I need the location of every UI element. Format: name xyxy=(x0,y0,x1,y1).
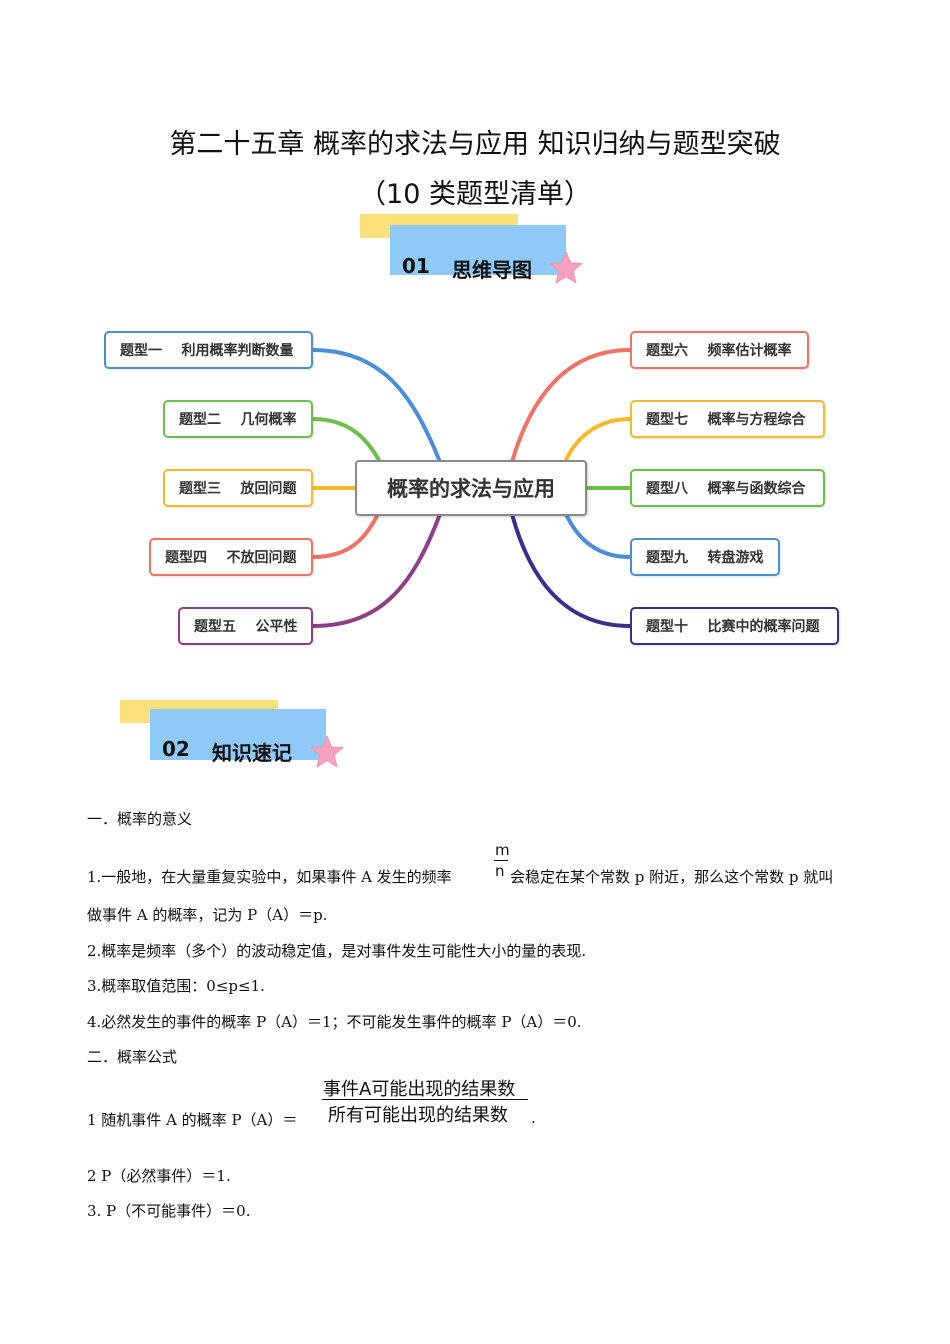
paragraph-1-part-b: 会稳定在某个常数 p 附近，那么这个常数 p 就叫 xyxy=(510,868,834,886)
mindmap-node-right-8: 题型八 概率与函数综合 xyxy=(630,469,825,507)
formula-2: 2 P（必然事件）＝1. xyxy=(87,1167,231,1185)
paragraph-3: 3.概率取值范围：0≤p≤1. xyxy=(87,977,265,995)
paragraph-4: 4.必然发生的事件的概率 P（A）＝1；不可能发生事件的概率 P（A）＝0. xyxy=(87,1013,582,1031)
mindmap-node-right-7: 题型七 概率与方程综合 xyxy=(630,400,825,438)
star-icon xyxy=(549,251,583,284)
section1-number: 01 xyxy=(402,254,430,278)
section2-banner-blue xyxy=(150,709,326,760)
paragraph-1-part-a: 1.一般地，在大量重复实验中，如果事件 A 发生的频率 xyxy=(87,868,452,886)
mindmap-node-left-1: 题型一 利用概率判断数量 xyxy=(104,331,313,369)
section2-label: 知识速记 xyxy=(212,741,292,765)
mindmap-node-right-6: 题型六 频率估计概率 xyxy=(630,331,809,369)
mindmap-node-left-4: 题型四 不放回问题 xyxy=(149,538,313,576)
formula-1-text: 1 随机事件 A 的概率 P（A）＝ xyxy=(87,1111,298,1129)
star-icon xyxy=(310,735,344,768)
heading-probability-meaning: 一．概率的意义 xyxy=(87,810,193,828)
formula-1-numerator: 事件A可能出现的结果数 xyxy=(323,1079,516,1100)
paragraph-2: 2.概率是频率（多个）的波动稳定值，是对事件发生可能性大小的量的表现. xyxy=(87,942,587,960)
page-title: 第二十五章 概率的求法与应用 知识归纳与题型突破 xyxy=(169,129,781,160)
heading-probability-formula: 二．概率公式 xyxy=(87,1048,178,1066)
mindmap-node-right-9: 题型九 转盘游戏 xyxy=(630,538,780,576)
mindmap-node-left-5: 题型五 公平性 xyxy=(178,607,313,645)
formula-1-denominator: 所有可能出现的结果数 xyxy=(328,1105,508,1126)
fraction-m: m xyxy=(495,841,510,859)
mindmap-node-left-2: 题型二 几何概率 xyxy=(163,400,313,438)
section2-number: 02 xyxy=(162,737,190,761)
mindmap-connectors xyxy=(311,348,632,628)
section1-label: 思维导图 xyxy=(452,258,532,282)
formula-1-period: . xyxy=(531,1109,536,1127)
formula-3: 3. P（不可能事件）＝0. xyxy=(87,1202,251,1220)
mindmap-node-right-10: 题型十 比赛中的概率问题 xyxy=(630,607,839,645)
mindmap-node-left-3: 题型三 放回问题 xyxy=(163,469,313,507)
page-subtitle: （10 类题型清单） xyxy=(359,179,591,210)
fraction-bar xyxy=(494,860,508,861)
fraction-n: n xyxy=(495,862,505,880)
formula-1-fraction-bar xyxy=(322,1099,528,1100)
paragraph-1-part-c: 做事件 A 的概率，记为 P（A）＝p. xyxy=(87,906,328,924)
mindmap-center-node: 概率的求法与应用 xyxy=(355,460,587,516)
section1-banner-blue xyxy=(390,225,566,275)
